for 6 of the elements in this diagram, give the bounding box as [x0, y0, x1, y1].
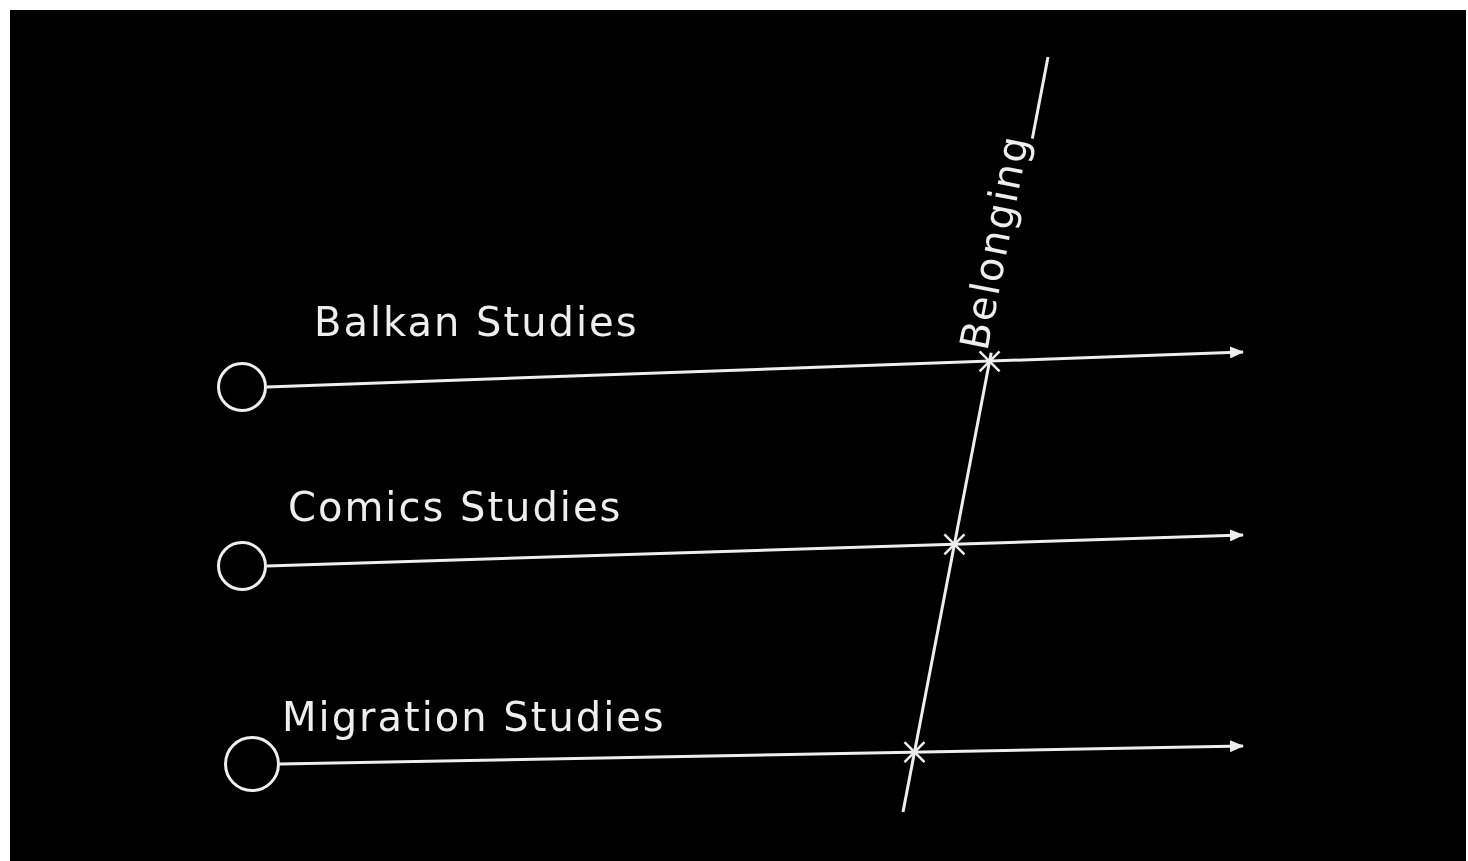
arrow — [266, 346, 1244, 389]
start-circle — [217, 362, 267, 412]
start-circle — [217, 541, 267, 591]
arrow — [279, 740, 1244, 766]
arrow — [266, 529, 1244, 568]
start-circle — [224, 736, 280, 792]
